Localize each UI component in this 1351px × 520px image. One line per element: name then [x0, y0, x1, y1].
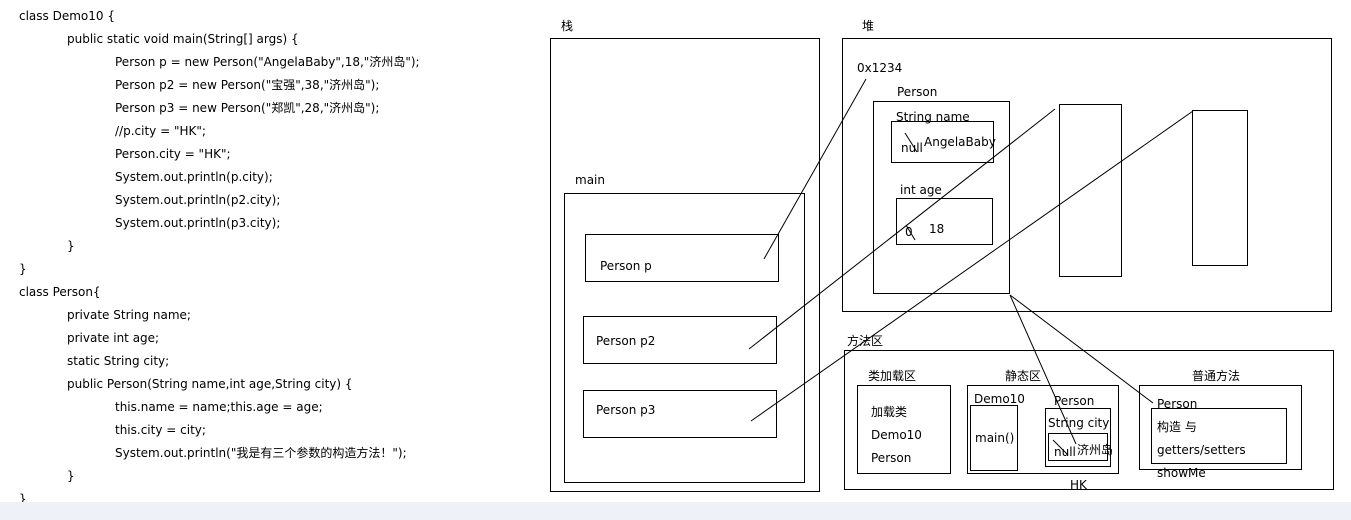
code-line: Person p = new Person("AngelaBaby",18,"济… [115, 55, 420, 69]
reference-line-p2 [748, 108, 1056, 350]
method-area [844, 350, 1334, 490]
normal-method-item: 构造 与 [1157, 420, 1197, 434]
static-city-mid-value: 济州岛 [1077, 443, 1114, 457]
static-area [967, 385, 1119, 474]
code-line: this.name = name;this.age = age; [115, 400, 323, 414]
code-line: class Demo10 { [19, 9, 115, 23]
heap-area [842, 38, 1332, 312]
field-age-box [896, 198, 993, 245]
code-line: Person p3 = new Person("郑凯",28,"济州岛"); [115, 101, 380, 115]
field-name-box [891, 121, 994, 163]
field-age-new-value: 18 [929, 222, 945, 236]
heap-object-title: Person [897, 85, 938, 99]
code-line: this.city = city; [115, 423, 206, 437]
normal-method-item: getters/setters [1157, 443, 1246, 457]
object-to-methods-line [1009, 294, 1154, 404]
heap-object-2 [1059, 104, 1122, 277]
code-line: static String city; [67, 354, 170, 368]
normal-methods-person-label: Person [1157, 397, 1198, 411]
field-name-new-value: AngelaBaby [924, 135, 996, 149]
normal-methods-area [1139, 385, 1302, 470]
code-line: private int age; [67, 331, 160, 345]
class-load-item: 加载类 [871, 405, 908, 419]
stack-var-p2-label: Person p2 [596, 334, 656, 348]
static-person-box [1045, 408, 1111, 467]
reference-line-p3 [750, 110, 1194, 422]
normal-methods-box [1151, 408, 1287, 464]
field-age-label: int age [900, 183, 942, 197]
class-load-area [857, 385, 951, 474]
main-frame-label: main [575, 173, 605, 187]
heap-object-3 [1192, 110, 1248, 266]
static-demo-box [970, 405, 1018, 471]
code-line: private String name; [67, 308, 191, 322]
stack-title: 栈 [561, 19, 574, 33]
object-to-static-line [1009, 294, 1077, 445]
static-main-label: main() [975, 431, 1015, 445]
static-demo-label: Demo10 [974, 392, 1025, 406]
code-line: } [19, 492, 27, 506]
code-line: } [67, 469, 75, 483]
heap-address: 0x1234 [857, 61, 903, 75]
strike-age-old [905, 224, 916, 241]
normal-method-item: showMe [1157, 466, 1206, 480]
code-line: } [67, 239, 75, 253]
strike-name-old [904, 132, 918, 153]
code-line: public Person(String name,int age,String… [67, 377, 353, 391]
code-line: public static void main(String[] args) { [67, 32, 299, 46]
bottom-band [0, 502, 1351, 520]
stack-var-p [585, 234, 779, 282]
main-frame [564, 193, 805, 483]
field-age-old-value: 0 [905, 225, 913, 239]
class-load-item: Person [871, 451, 912, 465]
field-name-label: String name [896, 110, 970, 124]
static-city-box [1048, 433, 1108, 461]
static-area-title: 静态区 [1005, 369, 1042, 383]
stack-var-p3 [583, 390, 777, 438]
field-name-old-value: null [901, 141, 923, 155]
code-line: System.out.println("我是有三个参数的构造方法！"); [115, 446, 407, 460]
static-city-label: String city [1048, 416, 1110, 430]
heap-title: 堆 [862, 19, 875, 33]
static-city-new-value: HK [1070, 478, 1087, 492]
stack-var-p3-label: Person p3 [596, 403, 656, 417]
code-line: //p.city = "HK"; [115, 124, 206, 138]
static-person-label: Person [1054, 394, 1095, 408]
code-line: } [19, 262, 27, 276]
code-line: System.out.println(p.city); [115, 170, 273, 184]
code-line: System.out.println(p3.city); [115, 216, 281, 230]
stack-var-p-label: Person p [600, 259, 652, 273]
code-line: System.out.println(p2.city); [115, 193, 281, 207]
stack-var-p2 [583, 316, 777, 364]
class-load-title: 类加载区 [868, 369, 917, 383]
class-load-item: Demo10 [871, 428, 922, 442]
code-line: Person.city = "HK"; [115, 147, 231, 161]
stack-area [550, 38, 820, 492]
code-line: class Person{ [19, 285, 101, 299]
reference-line-p [763, 78, 867, 260]
heap-object-person [873, 101, 1010, 294]
normal-methods-title: 普通方法 [1192, 369, 1241, 383]
strike-city-old [1052, 439, 1069, 456]
code-line: Person p2 = new Person("宝强",38,"济州岛"); [115, 78, 380, 92]
